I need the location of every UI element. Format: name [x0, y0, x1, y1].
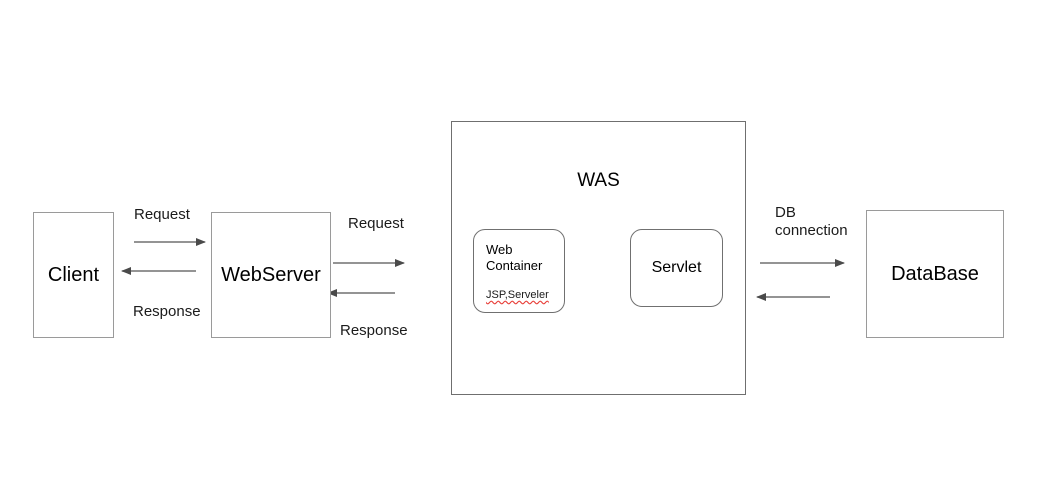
node-servlet[interactable]: Servlet [630, 229, 723, 307]
label-was-to-server-response: Response [340, 322, 408, 339]
node-database[interactable]: DataBase [866, 210, 1004, 338]
node-web-container-sublabel: JSP,Serveler [486, 289, 549, 301]
label-server-to-client-response: Response [133, 303, 201, 320]
node-web-container-label: Web Container [486, 242, 543, 274]
node-client-label: Client [47, 264, 100, 286]
label-server-to-was-request: Request [348, 215, 404, 232]
node-database-label: DataBase [891, 263, 979, 285]
node-web-server-label: WebServer [221, 264, 321, 286]
node-web-container[interactable]: Web Container JSP,Serveler [473, 229, 565, 313]
node-web-server[interactable]: WebServer [211, 212, 331, 338]
node-servlet-label: Servlet [651, 259, 702, 276]
label-client-to-server-request: Request [134, 206, 190, 223]
node-was[interactable]: WAS Web Container JSP,Serveler Servlet [451, 121, 746, 395]
node-was-label: WAS [577, 170, 620, 191]
label-was-to-db-connection: DB connection [775, 204, 848, 239]
node-client[interactable]: Client [33, 212, 114, 338]
